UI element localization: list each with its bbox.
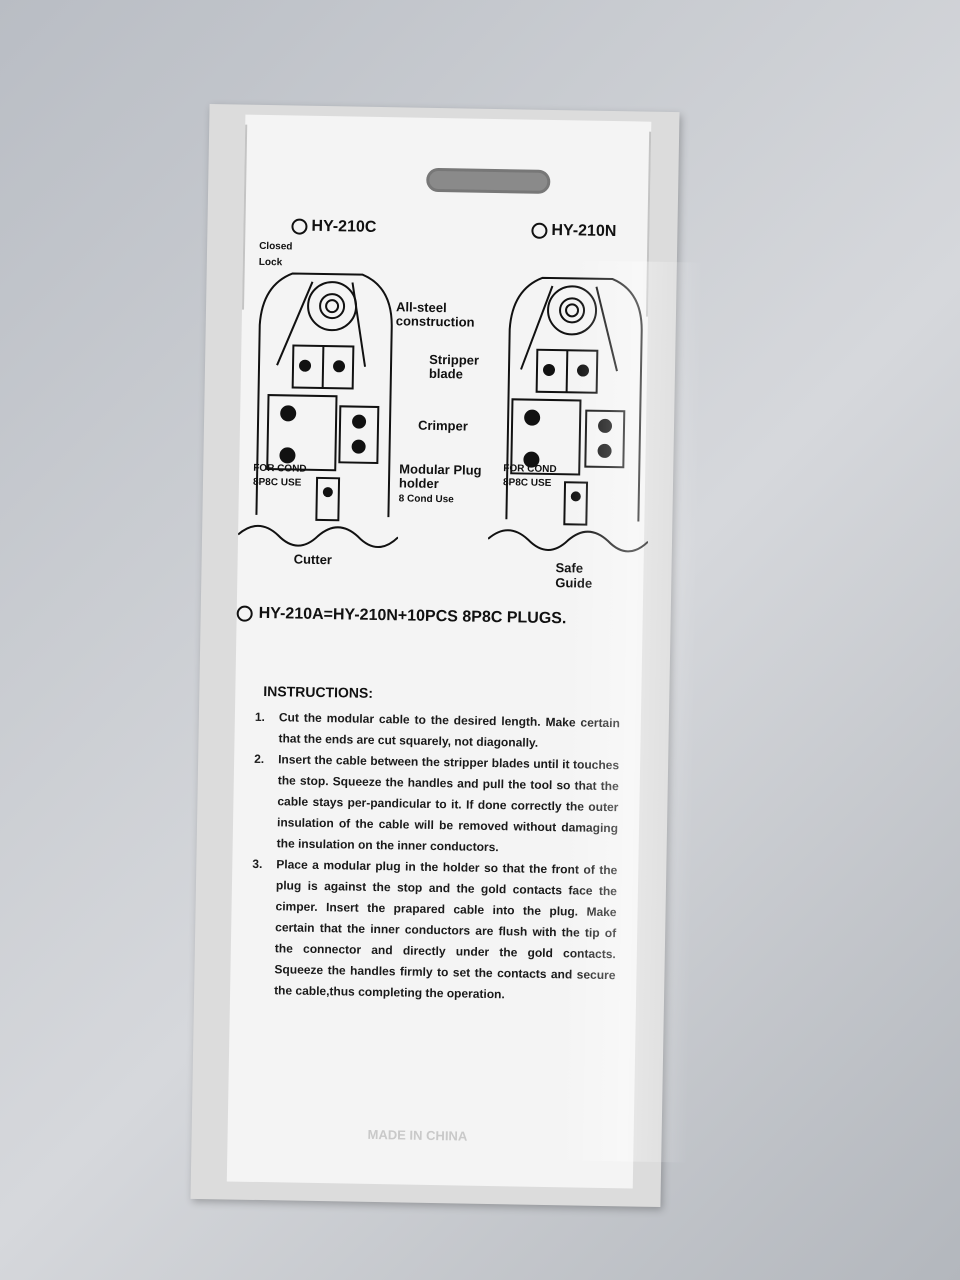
model-label-right: HY-210N	[551, 221, 617, 241]
closed-label: Closed	[259, 240, 293, 253]
radio-circle-icon	[291, 218, 308, 235]
instruction-number: 1.	[254, 709, 266, 725]
headline-row: HY-210A=HY-210N+10PCS 8P8C PLUGS.	[236, 604, 567, 629]
crimper-diagram-right	[487, 276, 649, 553]
cutter-label: Cutter	[293, 551, 333, 568]
holder-label: holder	[398, 475, 439, 492]
lock-label: Lock	[258, 256, 283, 269]
instruction-text: Place a modular plug in the holder so th…	[274, 857, 618, 1002]
faint-origin-text: MADE IN CHINA	[367, 1126, 468, 1144]
crimper-label: Crimper	[417, 417, 468, 434]
instruction-item: 2. Insert the cable between the stripper…	[253, 749, 620, 860]
headline-text: HY-210A=HY-210N+10PCS 8P8C PLUGS.	[258, 604, 567, 628]
model-option-hy210c: HY-210C	[291, 217, 377, 236]
crimper-diagram-left	[237, 272, 399, 548]
instruction-number: 2.	[254, 751, 265, 767]
package-back-panel: HY-210C HY-210N	[226, 114, 703, 1189]
guide-label: Guide	[555, 575, 593, 591]
radio-circle-icon	[531, 222, 548, 239]
instruction-item: 3. Place a modular plug in the holder so…	[250, 854, 618, 1007]
package-card: HY-210C HY-210N	[190, 103, 703, 1208]
instruction-text: Insert the cable between the stripper bl…	[276, 752, 620, 855]
model-option-hy210n: HY-210N	[531, 222, 616, 241]
construction-label: construction	[395, 313, 475, 330]
instruction-text: Cut the modular cable to the desired len…	[278, 710, 620, 750]
instructions-title: INSTRUCTIONS:	[263, 683, 374, 701]
instructions-list: 1. Cut the modular cable to the desired …	[250, 707, 620, 1007]
radio-circle-icon	[236, 605, 253, 622]
safe-label: Safe	[555, 560, 584, 576]
blade-label: blade	[428, 365, 464, 382]
instruction-number: 3.	[252, 856, 263, 872]
hang-hole	[426, 167, 551, 194]
use-label-right: 8P8C USE	[502, 477, 552, 490]
model-label-left: HY-210C	[311, 217, 377, 236]
instruction-item: 1. Cut the modular cable to the desired …	[254, 707, 620, 755]
use-label-left: 8P8C USE	[252, 476, 302, 489]
cond-use-label: 8 Cond Use	[398, 493, 454, 506]
